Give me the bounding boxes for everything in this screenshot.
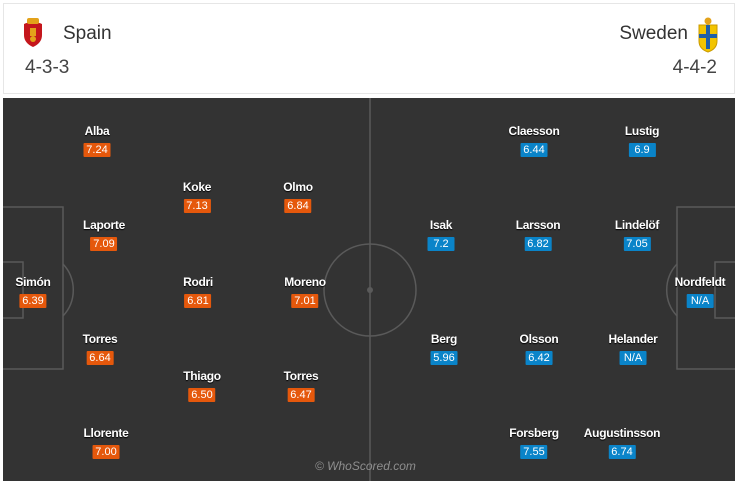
player-rating: 6.64	[86, 351, 114, 365]
player-rating: 6.84	[284, 199, 312, 213]
player-rating: 6.81	[184, 294, 212, 308]
player-name: Lustig	[624, 124, 660, 138]
player-rating: 7.09	[90, 237, 118, 251]
player-name: Olmo	[283, 180, 313, 194]
home-player-torres-midfielder[interactable]: Torres 6.47	[284, 369, 319, 402]
player-name: Thiago	[183, 369, 221, 383]
player-rating: 7.55	[520, 445, 548, 459]
home-team-name: Spain	[63, 23, 112, 44]
spain-crest-icon	[24, 18, 42, 47]
player-name: Forsberg	[509, 426, 559, 440]
home-player-laporte[interactable]: Laporte 7.09	[83, 218, 125, 251]
player-name: Rodri	[183, 275, 213, 289]
player-rating: 7.01	[291, 294, 319, 308]
away-player-larsson[interactable]: Larsson 6.82	[516, 218, 561, 251]
player-rating: 6.42	[525, 351, 553, 365]
player-name: Nordfeldt	[674, 275, 726, 289]
player-name: Augustinsson	[583, 426, 661, 440]
home-player-rodri[interactable]: Rodri 6.81	[183, 275, 213, 308]
away-player-nordfeldt[interactable]: Nordfeldt N/A	[675, 275, 726, 308]
sweden-crest-icon	[698, 17, 718, 53]
home-player-olmo[interactable]: Olmo 6.84	[283, 180, 313, 213]
away-team-name: Sweden	[619, 23, 688, 44]
player-name: Larsson	[515, 218, 561, 232]
away-player-claesson[interactable]: Claesson 6.44	[509, 124, 560, 157]
player-rating: 6.44	[520, 143, 548, 157]
home-player-koke[interactable]: Koke 7.13	[183, 180, 211, 213]
home-player-simon[interactable]: Simón 6.39	[15, 275, 51, 308]
match-header: Spain 4-3-3 Sweden 4-4-2	[3, 3, 735, 94]
home-player-thiago[interactable]: Thiago 6.50	[183, 369, 221, 402]
player-name: Berg	[430, 332, 458, 346]
player-rating: N/A	[619, 351, 647, 365]
player-rating: 7.24	[83, 143, 111, 157]
player-rating: 5.96	[430, 351, 458, 365]
player-rating: 6.82	[524, 237, 552, 251]
player-name: Isak	[429, 218, 453, 232]
player-name: Llorente	[83, 426, 129, 440]
away-player-forsberg[interactable]: Forsberg 7.55	[509, 426, 559, 459]
pitch: Alba 7.24 Koke 7.13 Olmo 6.84 Laporte 7.…	[3, 98, 735, 481]
player-rating: 7.13	[183, 199, 211, 213]
player-rating: N/A	[686, 294, 714, 308]
away-player-isak[interactable]: Isak 7.2	[427, 218, 455, 251]
player-name: Olsson	[519, 332, 559, 346]
pitch-markings	[3, 98, 735, 481]
player-name: Simón	[15, 275, 51, 289]
away-player-augustinsson[interactable]: Augustinsson 6.74	[583, 426, 661, 459]
home-player-torres-defender[interactable]: Torres 6.64	[83, 332, 118, 365]
player-name: Helander	[608, 332, 658, 346]
player-rating: 7.00	[92, 445, 120, 459]
player-name: Koke	[182, 180, 212, 194]
away-player-berg[interactable]: Berg 5.96	[430, 332, 458, 365]
home-player-alba[interactable]: Alba 7.24	[83, 124, 111, 157]
home-formation: 4-3-3	[25, 57, 70, 78]
player-name: Moreno	[284, 275, 326, 289]
player-name: Torres	[283, 369, 319, 383]
player-rating: 7.05	[623, 237, 651, 251]
player-name: Alba	[84, 124, 110, 138]
home-player-moreno[interactable]: Moreno 7.01	[284, 275, 326, 308]
player-name: Laporte	[83, 218, 125, 232]
player-rating: 6.74	[608, 445, 636, 459]
away-player-helander[interactable]: Helander N/A	[609, 332, 658, 365]
player-rating: 6.47	[287, 388, 315, 402]
away-player-olsson[interactable]: Olsson 6.42	[520, 332, 559, 365]
player-name: Lindelöf	[614, 218, 660, 232]
player-rating: 6.39	[19, 294, 47, 308]
player-name: Claesson	[508, 124, 560, 138]
whoscored-watermark: © WhoScored.com	[315, 459, 416, 473]
player-rating: 6.50	[188, 388, 216, 402]
player-rating: 7.2	[427, 237, 455, 251]
home-player-llorente[interactable]: Llorente 7.00	[84, 426, 129, 459]
player-name: Torres	[82, 332, 118, 346]
away-player-lustig[interactable]: Lustig 6.9	[625, 124, 659, 157]
player-rating: 6.9	[628, 143, 656, 157]
away-formation: 4-4-2	[672, 57, 717, 78]
away-player-lindelof[interactable]: Lindelöf 7.05	[615, 218, 659, 251]
